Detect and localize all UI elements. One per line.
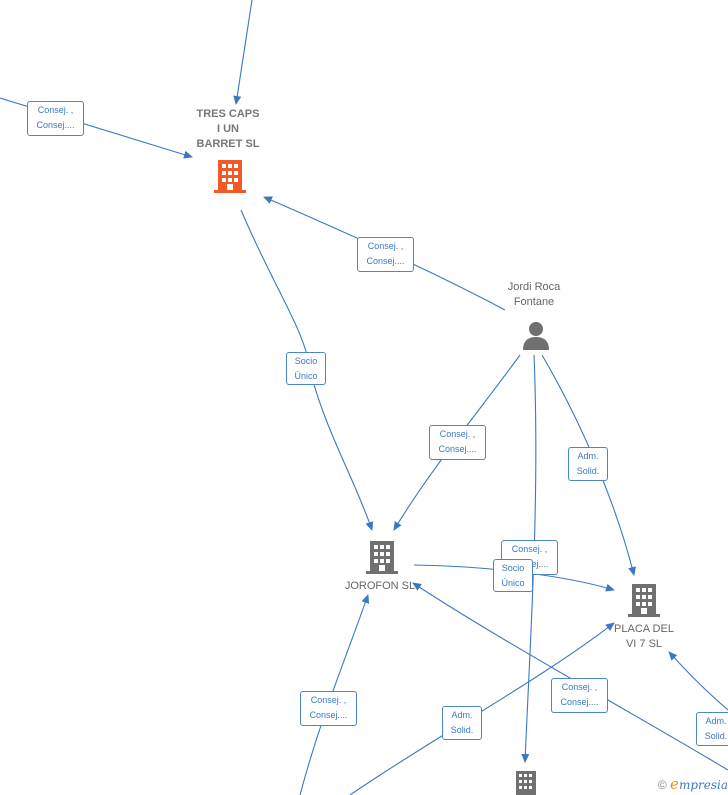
- edge-label-consej[interactable]: Consej. ,Consej....: [429, 425, 486, 460]
- brand-initial: e: [670, 775, 679, 793]
- edge-label-adm-solid[interactable]: Adm.Solid.: [568, 447, 608, 481]
- edge-label-adm-solid[interactable]: Adm.Solid.: [442, 706, 482, 740]
- building-icon[interactable]: [214, 159, 246, 193]
- edge-line: [412, 582, 728, 771]
- edge-label-consej[interactable]: Consej. ,Consej....: [27, 101, 84, 136]
- copyright-symbol: ©: [657, 778, 667, 792]
- node-label-placa-del-vi[interactable]: PLACA DEL VI 7 SL: [614, 623, 674, 650]
- building-icon[interactable]: [514, 771, 538, 795]
- edge-label-consej[interactable]: Consej. ,Consej....: [300, 691, 357, 726]
- brand-name: mpresia: [678, 778, 728, 792]
- empresia-logo: © empresia: [658, 775, 728, 793]
- edge-line: [668, 651, 728, 711]
- edge-label-adm-solid[interactable]: Adm.Solid.: [696, 712, 728, 746]
- person-icon[interactable]: [521, 320, 551, 350]
- node-label-tres-caps[interactable]: TRES CAPS I UN BARRET SL: [196, 108, 260, 150]
- edge-line: [233, 0, 253, 105]
- building-icon[interactable]: [628, 583, 660, 617]
- node-label-jordi-roca[interactable]: Jordi Roca Fontane: [507, 281, 561, 308]
- edge-label-consej[interactable]: Consej. ,Consej....: [357, 237, 414, 272]
- building-icon[interactable]: [366, 540, 398, 574]
- node-label-jorofon[interactable]: JOROFON SL: [344, 580, 416, 592]
- edge-label-consej[interactable]: Consej. ,Consej....: [551, 678, 608, 713]
- edge-line: [349, 622, 615, 795]
